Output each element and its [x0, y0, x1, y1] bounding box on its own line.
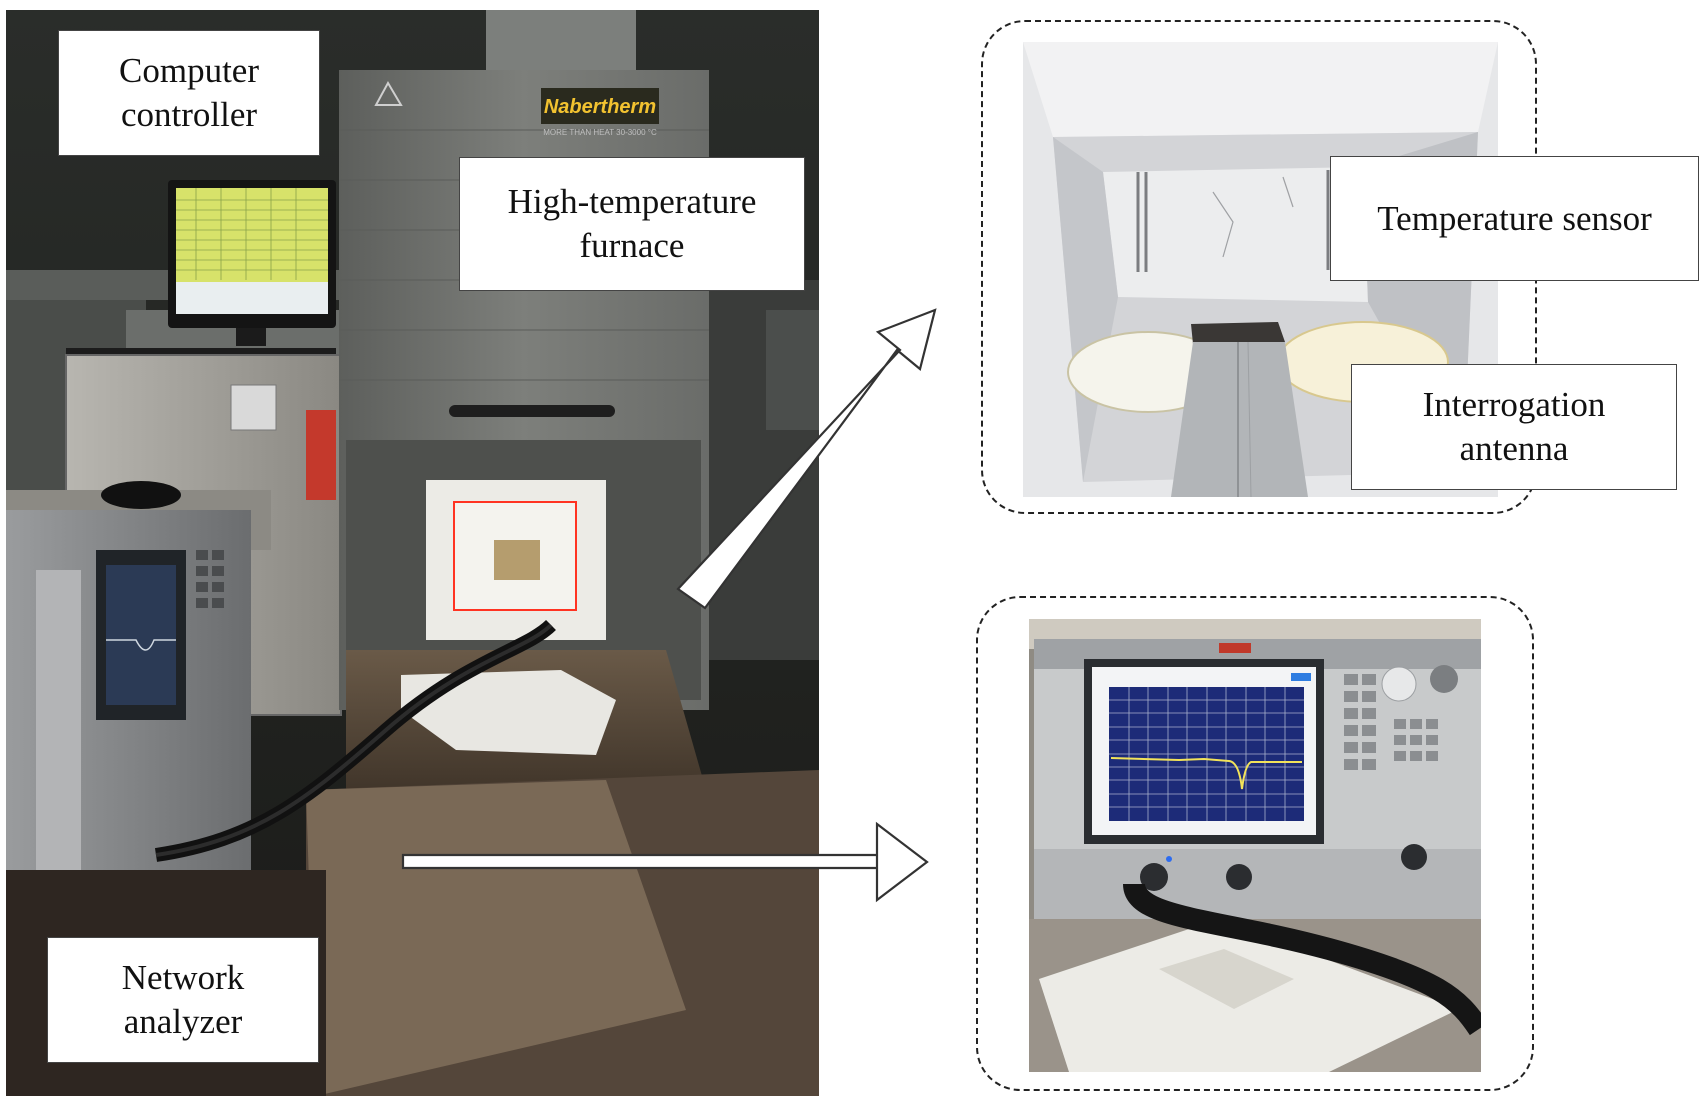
label-high-temperature-furnace: High-temperature furnace: [459, 157, 805, 291]
arrow-to-analyzer-closeup: [401, 821, 929, 903]
label-temperature-sensor: Temperature sensor: [1330, 156, 1699, 281]
label-network-analyzer: Network analyzer: [47, 937, 319, 1063]
furnace-brand: Nabertherm: [544, 96, 656, 118]
s11-trace: [1110, 757, 1302, 790]
temperature-sensor-chip: [1191, 322, 1285, 344]
label-computer-controller: Computer controller: [58, 30, 320, 156]
furnace-tagline: MORE THAN HEAT 30-3000 °C: [543, 128, 657, 137]
foam-block: [401, 670, 616, 755]
rf-cable-closeup: [1123, 882, 1481, 1036]
brand-plate: [541, 88, 659, 124]
arrow-to-furnace-interior: [676, 308, 937, 610]
furnace-interior-photo: [1023, 42, 1498, 497]
furnace-handle: [449, 405, 615, 417]
label-interrogation-antenna: Interrogation antenna: [1351, 364, 1677, 490]
warning-icon: [374, 80, 403, 106]
analyzer-closeup-photo: [1029, 619, 1481, 1072]
mouse: [101, 481, 181, 509]
interrogation-antenna-strip: [1171, 342, 1308, 497]
rotary-knob: [1381, 666, 1417, 702]
analyzer-closeup-frame: [976, 596, 1534, 1091]
analyzer-closeup-drawing: [1029, 619, 1481, 1072]
furnace-interior-drawing: [1023, 42, 1498, 497]
